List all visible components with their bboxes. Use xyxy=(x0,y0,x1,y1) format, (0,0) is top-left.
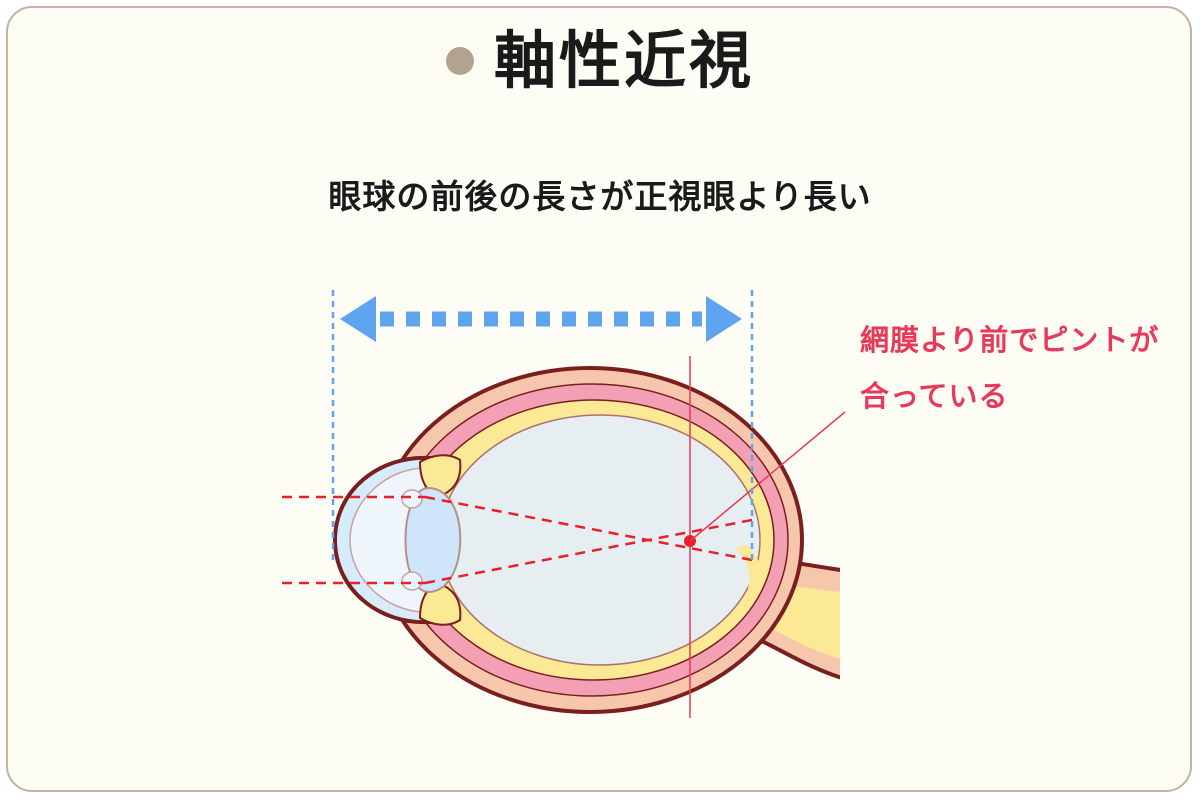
page-title: 軸性近視 xyxy=(493,24,754,97)
subtitle: 眼球の前後の長さが正視眼より長い xyxy=(328,177,872,216)
focus-annotation: 網膜より前でピントが 合っている xyxy=(860,312,1159,424)
annotation-line-2: 合っている xyxy=(860,379,1009,413)
length-arrow-icon xyxy=(340,296,742,342)
iris-bottom xyxy=(418,582,462,626)
title-row: 軸性近視 xyxy=(0,30,1200,92)
vitreous-body xyxy=(439,414,761,666)
annotation-leader-line xyxy=(689,411,846,542)
lens xyxy=(404,486,462,594)
annotation-line-1: 網膜より前でピントが xyxy=(860,323,1160,357)
iris-top xyxy=(418,454,462,498)
length-guides xyxy=(331,290,754,565)
bullet-dot-icon xyxy=(445,47,474,75)
light-rays xyxy=(282,495,753,585)
